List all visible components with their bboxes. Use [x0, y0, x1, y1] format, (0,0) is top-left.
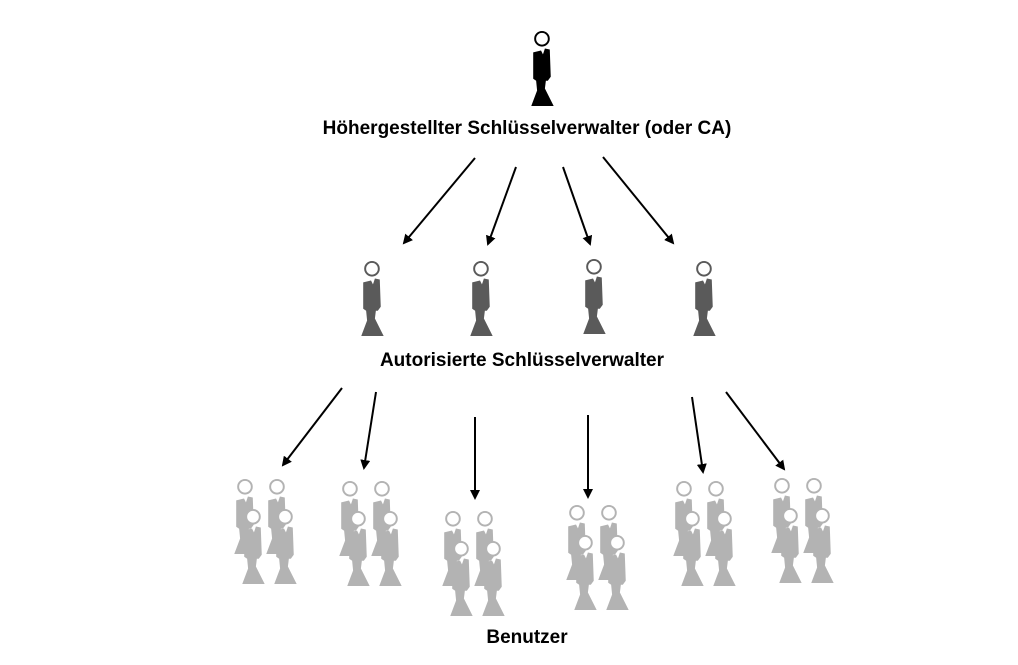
authorized-manager-icon: [582, 258, 607, 336]
authorized-manager-icon: [360, 260, 385, 338]
top-label: Höhergestellter Schlüsselverwalter (oder…: [323, 118, 732, 139]
user-groups: [233, 477, 835, 618]
bottom-label: Benutzer: [486, 627, 568, 648]
user-group: [338, 480, 403, 588]
bottom-arrows: [281, 387, 786, 500]
user-group: [233, 478, 298, 586]
user-group: [770, 477, 835, 585]
user-group: [441, 510, 506, 618]
authorized-manager-icon: [692, 260, 717, 338]
arrow: [402, 157, 476, 245]
middle-label: Autorisierte Schlüsselverwalter: [380, 350, 665, 371]
user-group: [672, 480, 737, 588]
arrow: [360, 391, 377, 470]
senior-key-manager-icon: [530, 30, 555, 108]
arrow: [281, 387, 343, 467]
authorized-manager-icon: [469, 260, 494, 338]
arrow: [691, 396, 707, 474]
arrow: [602, 156, 675, 245]
arrow: [725, 391, 786, 471]
user-group: [565, 504, 630, 612]
top-arrows: [402, 156, 675, 246]
arrow: [486, 166, 517, 246]
arrow: [562, 166, 593, 246]
authorized-key-managers: [360, 258, 717, 338]
